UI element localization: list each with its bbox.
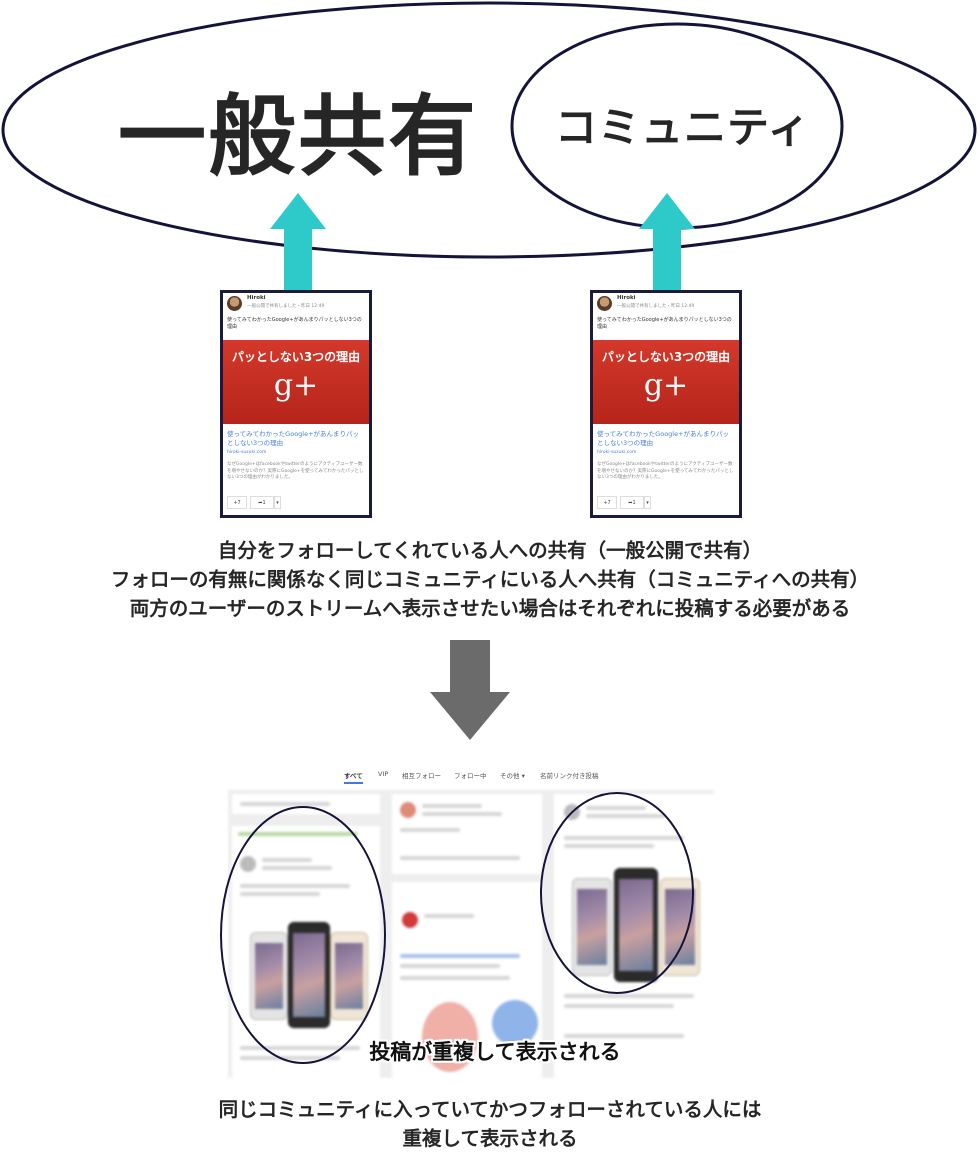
up-arrow-left-icon xyxy=(270,193,326,291)
post-snippet: なぜGoogle+はfacebookやtwitterのようにアクティブユーザー数… xyxy=(227,462,364,480)
conclusion-line-2: 重複して表示される xyxy=(402,1127,578,1150)
post-link-url[interactable]: hiroki-suzuki.com xyxy=(227,450,267,455)
community-label: コミュニティ xyxy=(555,103,811,152)
post-link-title[interactable]: 使ってみてわかったGoogle+があんまりパッとしない3つの理由 xyxy=(597,430,730,447)
duplicate-highlight-right xyxy=(540,792,694,994)
post-card-community: Hiroki 一般公開で共有しました・昨日 12:49 使ってみてわかったGoo… xyxy=(590,290,742,518)
general-share-ellipse xyxy=(1,1,977,259)
avatar xyxy=(597,296,612,311)
tab-named-link-posts[interactable]: 名前リンク付き投稿 xyxy=(540,772,599,780)
share-icon: ➦ xyxy=(628,500,633,506)
explanation-line-2: フォローの有無に関係なく同じコミュニティにいる人へ共有（コミュニティへの共有） xyxy=(110,568,870,591)
post-banner-image[interactable]: パッとしない3つの理由 g+ xyxy=(223,340,369,424)
stream-post-middle xyxy=(392,882,542,1078)
chevron-down-icon: ▾ xyxy=(276,500,279,506)
share-count: 1 xyxy=(262,500,266,506)
stream-post-right xyxy=(554,794,714,1078)
duplicate-label: 投稿が重複して表示される xyxy=(369,1040,621,1064)
share-scope-ellipses xyxy=(1,1,977,259)
post-banner-image[interactable]: パッとしない3つの理由 g+ xyxy=(593,340,739,424)
share-box[interactable] xyxy=(232,794,380,814)
explanation-line-1: 自分をフォローしてくれている人への共有（一般公開で共有） xyxy=(217,539,763,562)
post-link-url[interactable]: hiroki-suzuki.com xyxy=(597,450,637,455)
general-share-label: 一般共有 xyxy=(118,85,479,188)
duplicate-highlight-left xyxy=(220,806,386,1064)
post-body: 使ってみてわかったGoogle+があんまりパッとしない3つの理由 xyxy=(597,317,732,330)
more-options-button[interactable]: ▾ xyxy=(274,496,281,509)
tab-vip[interactable]: VIP xyxy=(378,770,389,778)
share-icon: ➦ xyxy=(258,500,263,506)
post-snippet: なぜGoogle+はfacebookやtwitterのようにアクティブユーザー数… xyxy=(597,462,734,480)
plus-one-button[interactable]: +7 xyxy=(227,496,247,509)
share-button[interactable]: ➦1 xyxy=(620,496,644,509)
duplicate-highlight-ellipses xyxy=(220,792,694,1064)
post-meta: 一般公開で共有しました・昨日 12:49 xyxy=(617,304,695,309)
share-button[interactable]: ➦1 xyxy=(250,496,274,509)
post-link-title[interactable]: 使ってみてわかったGoogle+があんまりパッとしない3つの理由 xyxy=(227,430,360,447)
post-author[interactable]: Hiroki xyxy=(247,295,266,301)
google-plus-logo: g+ xyxy=(273,368,319,403)
post-body: 使ってみてわかったGoogle+があんまりパッとしない3つの理由 xyxy=(227,317,362,330)
chevron-down-icon: ▾ xyxy=(521,772,525,780)
tab-mutual-follow[interactable]: 相互フォロー xyxy=(402,772,441,780)
post-author[interactable]: Hiroki xyxy=(617,295,636,301)
post-card-general: Hiroki 一般公開で共有しました・昨日 12:49 使ってみてわかったGoo… xyxy=(220,290,372,518)
conclusion-line-1: 同じコミュニティに入っていてかつフォローされている人には xyxy=(218,1098,762,1121)
explanation-line-3: 両方のユーザーのストリームへ表示させたい場合はそれぞれに投稿する必要がある xyxy=(129,597,851,620)
banner-title: パッとしない3つの理由 xyxy=(601,350,731,364)
stream-tabs: すべて VIP 相互フォロー フォロー中 その他 ▾ 名前リンク付き投稿 xyxy=(330,770,630,786)
avatar xyxy=(227,296,242,311)
up-arrow-right-icon xyxy=(639,193,695,291)
down-arrow-icon xyxy=(430,640,510,740)
conclusion-text: 同じコミュニティに入っていてかつフォローされている人には 重複して表示される xyxy=(100,1095,880,1153)
tab-more[interactable]: その他 ▾ xyxy=(500,772,525,780)
plus-one-button[interactable]: +7 xyxy=(597,496,617,509)
stream-screenshot xyxy=(228,790,714,1078)
banner-title: パッとしない3つの理由 xyxy=(231,350,361,364)
more-options-button[interactable]: ▾ xyxy=(644,496,651,509)
tab-following[interactable]: フォロー中 xyxy=(454,772,487,780)
google-plus-logo: g+ xyxy=(643,368,689,403)
tab-all[interactable]: すべて xyxy=(344,770,363,784)
chevron-down-icon: ▾ xyxy=(646,500,649,506)
share-count: 1 xyxy=(632,500,636,506)
stream-post-left xyxy=(232,826,380,1078)
stream-post-middle-top xyxy=(392,794,542,874)
post-meta: 一般公開で共有しました・昨日 12:49 xyxy=(247,304,325,309)
